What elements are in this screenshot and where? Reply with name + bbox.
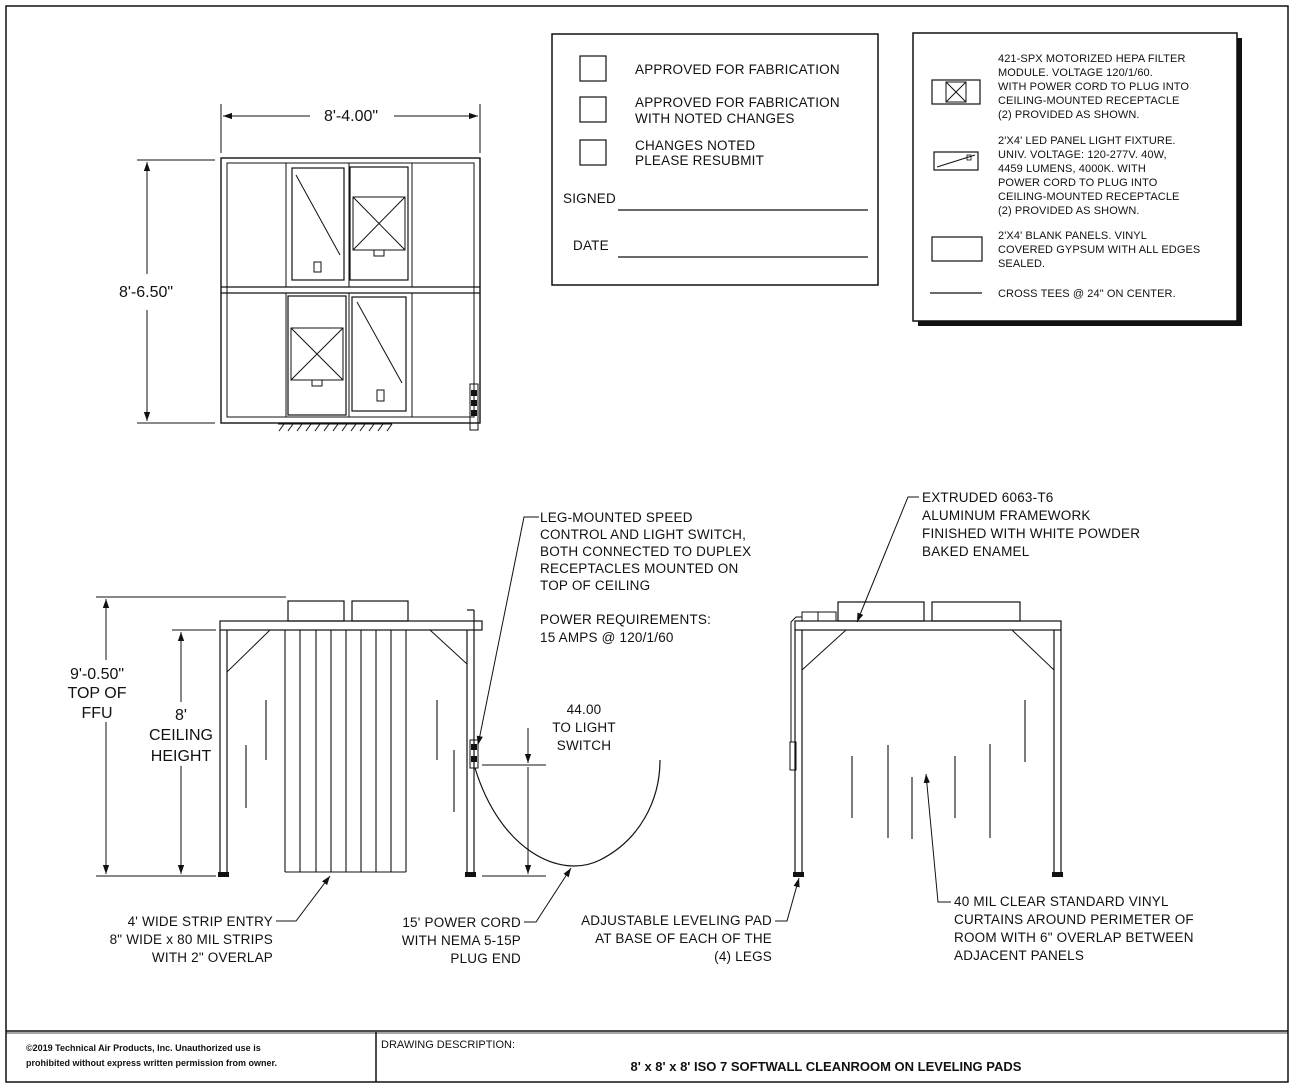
leveling-pad-line-2: AT BASE OF EACH OF THE (595, 931, 772, 946)
legend-led-line-5: CEILING-MOUNTED RECEPTACLE (998, 191, 1179, 203)
legend-hepa-line-3: WITH POWER CORD TO PLUG INTO (998, 81, 1189, 93)
drawing-description: 8' x 8' x 8' ISO 7 SOFTWALL CLEANROOM ON… (631, 1059, 1022, 1074)
leveling-pad-line-3: (4) LEGS (714, 949, 772, 964)
speed-control-line-5: TOP OF CEILING (540, 578, 650, 593)
plan-width-dimension: 8'-4.00" (324, 108, 378, 125)
approval-box: APPROVED FOR FABRICATION APPROVED FOR FA… (551, 33, 879, 286)
approval-option-2-line-2: WITH NOTED CHANGES (635, 111, 795, 126)
front-strip-curtains (245, 630, 455, 873)
curtain-line-2: CURTAINS AROUND PERIMETER OF (954, 912, 1194, 927)
strip-entry-line-3: WITH 2" OVERLAP (152, 950, 273, 965)
legend-led-line-6: (2) PROVIDED AS SHOWN. (998, 205, 1140, 217)
switch-height-line-3: SWITCH (557, 738, 611, 753)
legend-cross-tee: CROSS TEES @ 24" ON CENTER. (998, 288, 1176, 300)
leveling-pad-line-1: ADJUSTABLE LEVELING PAD (581, 913, 772, 928)
power-requirements-line-2: 15 AMPS @ 120/1/60 (540, 630, 674, 645)
hepa-filter-symbol (931, 79, 981, 105)
framework-line-2: ALUMINUM FRAMEWORK (922, 508, 1091, 523)
led-light-symbol (933, 151, 979, 171)
legend-led-line-3: 4459 LUMENS, 4000K. WITH (998, 163, 1146, 175)
plan-switch-box (469, 383, 479, 431)
side-curtain-marks (851, 700, 1026, 839)
legend-blank-line-1: 2'X4' BLANK PANELS. VINYL (998, 230, 1147, 242)
legend-hepa-line-5: (2) PROVIDED AS SHOWN. (998, 109, 1140, 121)
date-label: DATE (573, 238, 609, 253)
power-requirements-line-1: POWER REQUIREMENTS: (540, 612, 711, 627)
legend-blank-line-2: COVERED GYPSUM WITH ALL EDGES (998, 244, 1200, 256)
legend-led-line-2: UNIV. VOLTAGE: 120-277V. 40W, (998, 149, 1167, 161)
speed-control-line-3: BOTH CONNECTED TO DUPLEX (540, 544, 751, 559)
overall-height-line-1: 9'-0.50" (70, 666, 124, 683)
drawing-description-label: DRAWING DESCRIPTION: (381, 1039, 515, 1051)
legend-led-line-1: 2'X4' LED PANEL LIGHT FIXTURE. (998, 135, 1176, 147)
plan-depth-dimension: 8'-6.50" (119, 284, 173, 301)
approval-option-1: APPROVED FOR FABRICATION (635, 62, 840, 77)
side-elevation: EXTRUDED 6063-T6 ALUMINUM FRAMEWORK FINI… (581, 490, 1194, 964)
framework-line-3: FINISHED WITH WHITE POWDER (922, 526, 1140, 541)
curtain-line-4: ADJACENT PANELS (954, 948, 1084, 963)
overall-height-line-3: FFU (81, 705, 112, 722)
approval-option-2-line-1: APPROVED FOR FABRICATION (635, 95, 840, 110)
ceiling-height-line-3: HEIGHT (151, 748, 212, 765)
overall-height-line-2: TOP OF (68, 685, 127, 702)
resubmit-checkbox[interactable] (579, 139, 607, 166)
framework-line-1: EXTRUDED 6063-T6 (922, 490, 1054, 505)
power-cord-line-1: 15' POWER CORD (402, 915, 521, 930)
copyright-line-1: ©2019 Technical Air Products, Inc. Unaut… (26, 1043, 261, 1053)
legend-blank-line-3: SEALED. (998, 258, 1045, 270)
framework-line-4: BAKED ENAMEL (922, 544, 1030, 559)
approved-checkbox[interactable] (579, 55, 607, 82)
power-cord-line-3: PLUG END (450, 951, 521, 966)
legend-hepa-line-2: MODULE. VOLTAGE 120/1/60. (998, 67, 1153, 79)
plan-hepa-filter-upper (349, 166, 409, 281)
plan-curtain-hatch (278, 423, 393, 432)
copyright-line-2: prohibited without express written permi… (26, 1058, 277, 1068)
strip-entry-line-2: 8" WIDE x 80 MIL STRIPS (110, 932, 273, 947)
approved-with-changes-checkbox[interactable] (579, 96, 607, 123)
ceiling-height-line-2: CEILING (149, 727, 213, 744)
speed-control-line-4: RECEPTACLES MOUNTED ON (540, 561, 738, 576)
legend-hepa-line-4: CEILING-MOUNTED RECEPTACLE (998, 95, 1179, 107)
power-cord-line-2: WITH NEMA 5-15P (402, 933, 521, 948)
plan-led-light-upper (291, 167, 345, 281)
legend-led-line-4: POWER CORD TO PLUG INTO (998, 177, 1158, 189)
switch-height-line-2: TO LIGHT (552, 720, 616, 735)
front-elevation: 9'-0.50" TOP OF FFU 8' CEILING HEIGHT 44… (68, 510, 752, 966)
signed-label: SIGNED (563, 191, 616, 206)
legend-hepa-line-1: 421-SPX MOTORIZED HEPA FILTER (998, 53, 1186, 65)
plan-led-light-lower (351, 296, 407, 412)
blank-panel-symbol (931, 236, 983, 262)
curtain-line-3: ROOM WITH 6" OVERLAP BETWEEN (954, 930, 1194, 945)
curtain-line-1: 40 MIL CLEAR STANDARD VINYL (954, 894, 1169, 909)
speed-control-line-1: LEG-MOUNTED SPEED (540, 510, 693, 525)
title-block: ©2019 Technical Air Products, Inc. Unaut… (6, 1030, 1288, 1082)
power-cord (474, 759, 661, 867)
plan-view: 8'-4.00" 8'-6.50" (119, 104, 481, 432)
switch-height-line-1: 44.00 (567, 702, 602, 717)
sheet-border (5, 5, 1289, 1083)
legend-box: 421-SPX MOTORIZED HEPA FILTER MODULE. VO… (912, 32, 1242, 326)
speed-control-line-2: CONTROL AND LIGHT SWITCH, (540, 527, 746, 542)
strip-entry-line-1: 4' WIDE STRIP ENTRY (128, 914, 273, 929)
plan-hepa-filter-lower (287, 295, 347, 416)
approval-option-3-line-1: CHANGES NOTED (635, 138, 755, 153)
ceiling-height-line-1: 8' (175, 707, 187, 724)
approval-option-3-line-2: PLEASE RESUBMIT (635, 153, 764, 168)
